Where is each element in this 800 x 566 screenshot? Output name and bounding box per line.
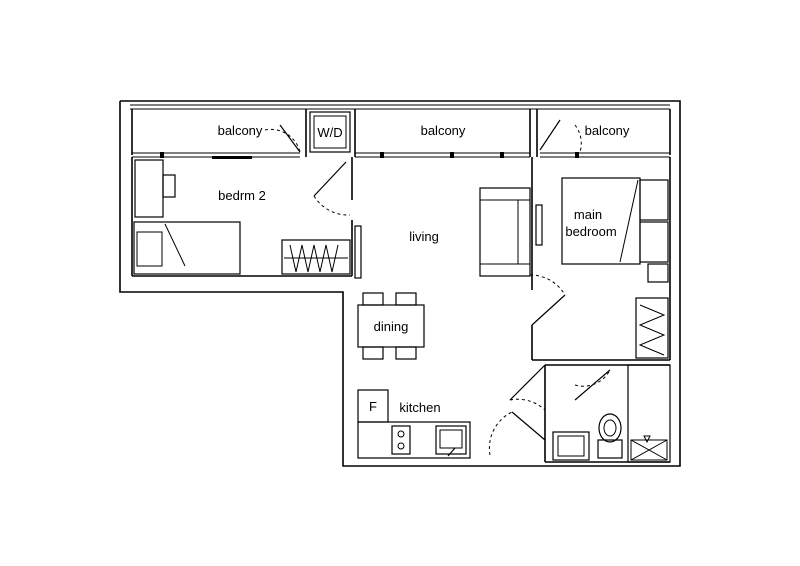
label-fridge: F [369, 399, 377, 414]
label-main-bedroom-line2: bedroom [565, 224, 616, 239]
bedroom-2 [131, 157, 353, 277]
label-balcony-mid: balcony [421, 123, 466, 138]
label-living: living [409, 229, 439, 244]
living-area [354, 157, 543, 290]
label-bedroom-2: bedrm 2 [218, 188, 266, 203]
label-kitchen: kitchen [399, 400, 440, 415]
balcony-strip [131, 109, 671, 159]
label-dining: dining [374, 319, 409, 334]
label-washer-dryer: W/D [317, 125, 342, 140]
label-balcony-left: balcony [218, 123, 263, 138]
label-main-bedroom-line1: main [574, 207, 602, 222]
main-bedroom [529, 157, 671, 361]
dining-table [357, 292, 425, 360]
washer-dryer-closet [309, 111, 351, 153]
label-balcony-right: balcony [585, 123, 630, 138]
bathroom [544, 364, 671, 463]
balcony-doors [264, 119, 582, 153]
exterior-walls [119, 100, 681, 467]
kitchen [357, 364, 546, 459]
